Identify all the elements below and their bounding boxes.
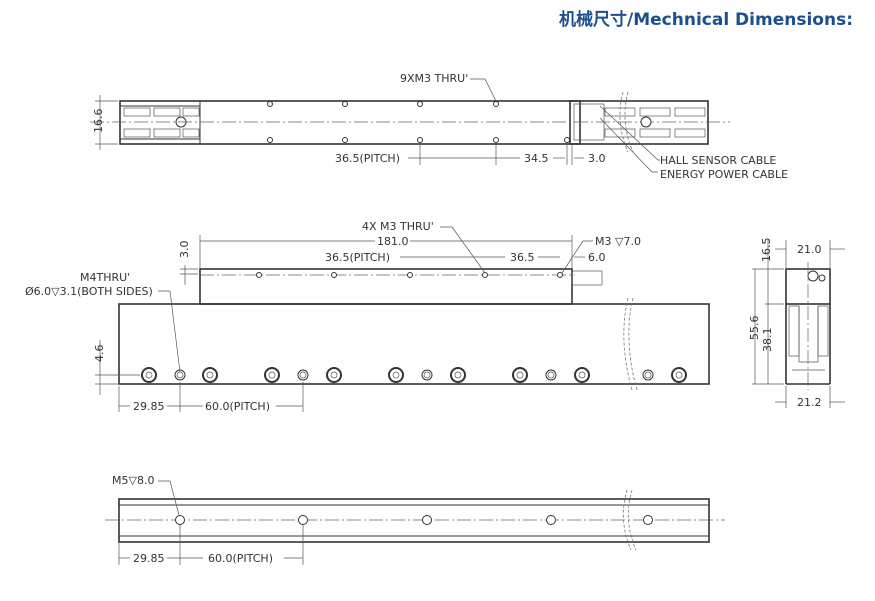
side-height-top: 16.5 <box>760 238 773 263</box>
top-pitch-dim: 36.5(PITCH) <box>335 152 400 165</box>
front-pitch-dim-2: 36.5 <box>510 251 535 264</box>
side-height-total: 55.6 <box>748 316 761 341</box>
bottom-holes-callout: M5▽8.0 <box>112 474 154 487</box>
top-end-dim: 34.5 <box>524 152 549 165</box>
front-view: 181.0 36.5(PITCH) 36.5 6.0 4X M3 THRU' M… <box>25 220 710 413</box>
front-holes-callout: 4X M3 THRU' <box>362 220 434 233</box>
front-tapped-callout: M3 ▽7.0 <box>595 235 641 248</box>
side-width-top: 21.0 <box>797 243 822 256</box>
page-title: 机械尺寸/Mechnical Dimensions: <box>559 10 853 30</box>
top-gap-dim: 3.0 <box>588 152 606 165</box>
side-view: 21.0 21.2 16.5 55.6 38.1 <box>748 238 845 409</box>
energy-power-cable-label: ENERGY POWER CABLE <box>660 168 788 181</box>
front-length-dim: 181.0 <box>377 235 409 248</box>
bottom-view: M5▽8.0 29.85 60.0(PITCH) <box>105 474 725 565</box>
base-callout-2: Ø6.0▽3.1(BOTH SIDES) <box>25 285 153 298</box>
bottom-offset-dim: 29.85 <box>133 552 165 565</box>
bottom-pitch-dim: 60.0(PITCH) <box>208 552 273 565</box>
side-height-base: 38.1 <box>761 328 774 353</box>
hall-sensor-cable-label: HALL SENSOR CABLE <box>660 154 776 167</box>
top-view: 16.6 36.5(PITCH) 34.5 3.0 9XM3 THRU' HAL… <box>90 72 788 181</box>
base-callout-1: M4THRU' <box>80 271 130 284</box>
front-thickness-dim: 3.0 <box>178 241 191 259</box>
base-pitch-dim: 60.0(PITCH) <box>205 400 270 413</box>
top-holes-callout: 9XM3 THRU' <box>400 72 468 85</box>
side-width-bottom: 21.2 <box>797 396 822 409</box>
front-end-dim: 6.0 <box>588 251 606 264</box>
base-offset-dim: 29.85 <box>133 400 165 413</box>
front-pitch-dim: 36.5(PITCH) <box>325 251 390 264</box>
top-height-dim: 16.6 <box>92 109 105 134</box>
base-height-dim: 4.6 <box>93 345 106 363</box>
